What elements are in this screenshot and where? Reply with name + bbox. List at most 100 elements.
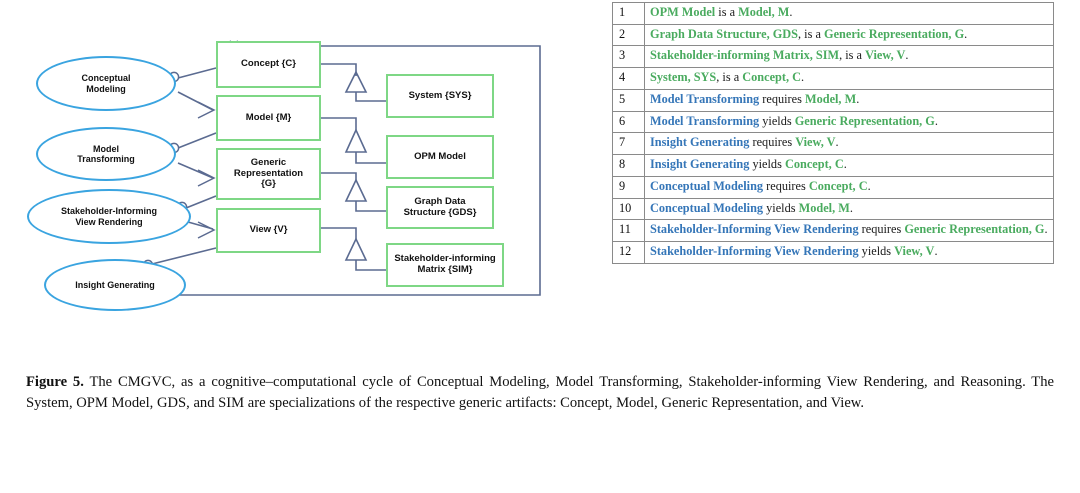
object-term: Model, M: [798, 200, 850, 215]
connector-text: .: [835, 135, 839, 150]
gen-triangle-view: [344, 237, 368, 261]
caption-label: Figure 5.: [26, 374, 84, 390]
gen-line-gds: [355, 201, 386, 212]
process-term: Model Transforming: [650, 113, 760, 128]
object-term: Generic Representation, G: [794, 113, 935, 128]
rule-statement: Stakeholder-informing Matrix, SIM, is a …: [644, 45, 1054, 69]
object-term: View, V: [795, 135, 836, 150]
object-system-sys[interactable]: System {SYS}: [386, 74, 494, 118]
process-term: Conceptual Modeling: [650, 178, 764, 193]
object-term: Concept, C: [742, 70, 801, 85]
rule-statement: Insight Generating yields Concept, C.: [644, 154, 1054, 177]
object-term: Stakeholder-informing Matrix, SIM: [650, 48, 840, 63]
link-mt-yields-grep: [177, 162, 214, 179]
connector-text: .: [934, 113, 938, 128]
connector-text: requires: [763, 178, 809, 193]
rule-number: 5: [612, 88, 645, 112]
connector-text: yields: [759, 113, 795, 128]
connector-text: .: [843, 157, 847, 172]
rule-number: 4: [612, 67, 645, 90]
rule-number: 3: [612, 45, 645, 69]
connector-text: .: [1044, 222, 1048, 237]
arrowhead-mt-grep: [197, 169, 216, 187]
object-term: View, V: [894, 244, 935, 259]
connector-text: .: [801, 70, 805, 85]
connector-text: yields: [763, 200, 799, 215]
rule-statement: Model Transforming requires Model, M.: [644, 88, 1054, 112]
link-cm-requires-concept: [177, 67, 217, 79]
link-ig-requires-view: [151, 247, 217, 265]
object-label: System {SYS}: [408, 89, 472, 101]
diagram-connectors: [142, 40, 541, 296]
connector-text: .: [849, 200, 853, 215]
process-term: Model Transforming: [650, 91, 760, 106]
connector-text: , is a: [798, 26, 824, 41]
connector-text: requires: [858, 222, 905, 237]
connector-text: yields: [858, 244, 895, 259]
object-model[interactable]: Model {M}: [216, 95, 321, 141]
rule-statement: Stakeholder-Informing View Rendering req…: [644, 219, 1054, 243]
object-term: System, SYS: [650, 70, 717, 85]
gen-triangle-grep: [344, 178, 368, 202]
object-label: Model {M}: [245, 111, 292, 123]
figure-caption: Figure 5. The CMGVC, as a cognitive–comp…: [26, 372, 1054, 415]
link-sivr-requires-grep: [185, 195, 217, 209]
rule-number: 6: [612, 110, 645, 134]
process-insight-generating[interactable]: Insight Generating: [44, 259, 186, 311]
rule-statement: Graph Data Structure, GDS, is a Generic …: [644, 23, 1054, 47]
caption-text: The CMGVC, as a cognitive–computational …: [26, 374, 1054, 412]
object-view[interactable]: View {V}: [216, 208, 321, 253]
arrowhead-cm-model: [197, 101, 216, 119]
rule-statement: Conceptual Modeling requires Concept, C.: [644, 175, 1054, 199]
object-term: Concept, C: [808, 178, 868, 193]
connector-text: is a: [715, 5, 739, 19]
rule-statement: System, SYS, is a Concept, C.: [644, 67, 1054, 90]
rule-statement: Conceptual Modeling yields Model, M.: [644, 197, 1054, 221]
rule-number: 9: [612, 175, 645, 199]
rule-number: 7: [612, 132, 645, 156]
rule-number: 2: [612, 23, 645, 47]
gen-line-opm: [355, 152, 386, 164]
object-term: OPM Model: [650, 5, 716, 19]
rule-statement: Model Transforming yields Generic Repres…: [644, 110, 1054, 134]
object-term: Generic Representation, G: [824, 26, 965, 41]
rule-statement: OPM Model is a Model, M.: [644, 2, 1054, 25]
process-term: Stakeholder-Informing View Rendering: [650, 222, 859, 237]
process-term: Insight Generating: [650, 135, 750, 150]
arrowhead-sivr-view: [197, 221, 216, 239]
object-term: Model, M: [804, 91, 857, 106]
gen-line-view: [321, 227, 357, 240]
object-term: Model, M: [738, 5, 790, 19]
connector-text: , is a: [716, 70, 743, 85]
object-opm-model[interactable]: OPM Model: [386, 135, 494, 179]
object-concept[interactable]: Concept {C}: [216, 41, 321, 88]
connector-text: .: [934, 244, 938, 259]
connector-text: .: [905, 48, 909, 63]
object-label: OPM Model: [414, 150, 466, 162]
object-term: View, V: [865, 48, 906, 63]
connector-text: .: [789, 5, 793, 19]
object-term: Concept, C: [784, 157, 844, 172]
